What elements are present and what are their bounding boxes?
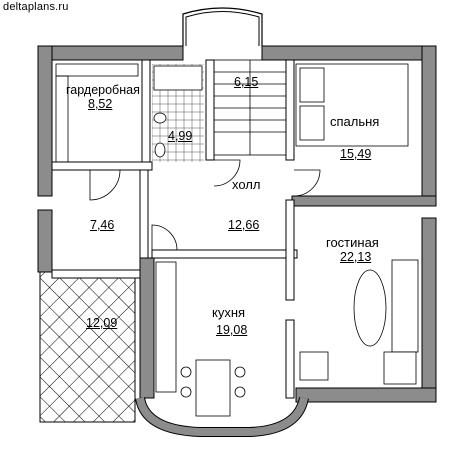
outer-walls (37, 45, 437, 403)
living-area: 22,13 (340, 250, 372, 264)
kitchen-name: кухня (212, 305, 246, 320)
bedroom-name: спальня (330, 114, 380, 129)
bath-area: 4,99 (168, 129, 193, 143)
terrace-area: 12,09 (86, 316, 118, 330)
wardrobe-area: 8,52 (88, 97, 113, 111)
terrace-floor (39, 271, 136, 423)
watermark: deltaplans.ru (3, 1, 69, 13)
wardrobe-name: гардеробная (66, 83, 140, 97)
living-furniture (299, 259, 419, 385)
wardrobe-shelves (55, 63, 139, 163)
kitchen-furniture (155, 261, 246, 417)
stair-area: 6,15 (234, 75, 259, 89)
doors (89, 159, 321, 251)
living-name: гостиная (326, 235, 379, 250)
hall-area: 12,66 (228, 218, 260, 232)
bed (295, 63, 409, 147)
stair-bay (182, 7, 263, 46)
vestibule-area: 7,46 (90, 218, 115, 232)
kitchen-area: 19,08 (216, 323, 248, 337)
bedroom-area: 15,49 (340, 147, 372, 161)
hall-name: холл (232, 177, 261, 192)
bath-fixtures (153, 65, 203, 158)
staircase (213, 59, 287, 156)
interior-walls (51, 59, 298, 399)
